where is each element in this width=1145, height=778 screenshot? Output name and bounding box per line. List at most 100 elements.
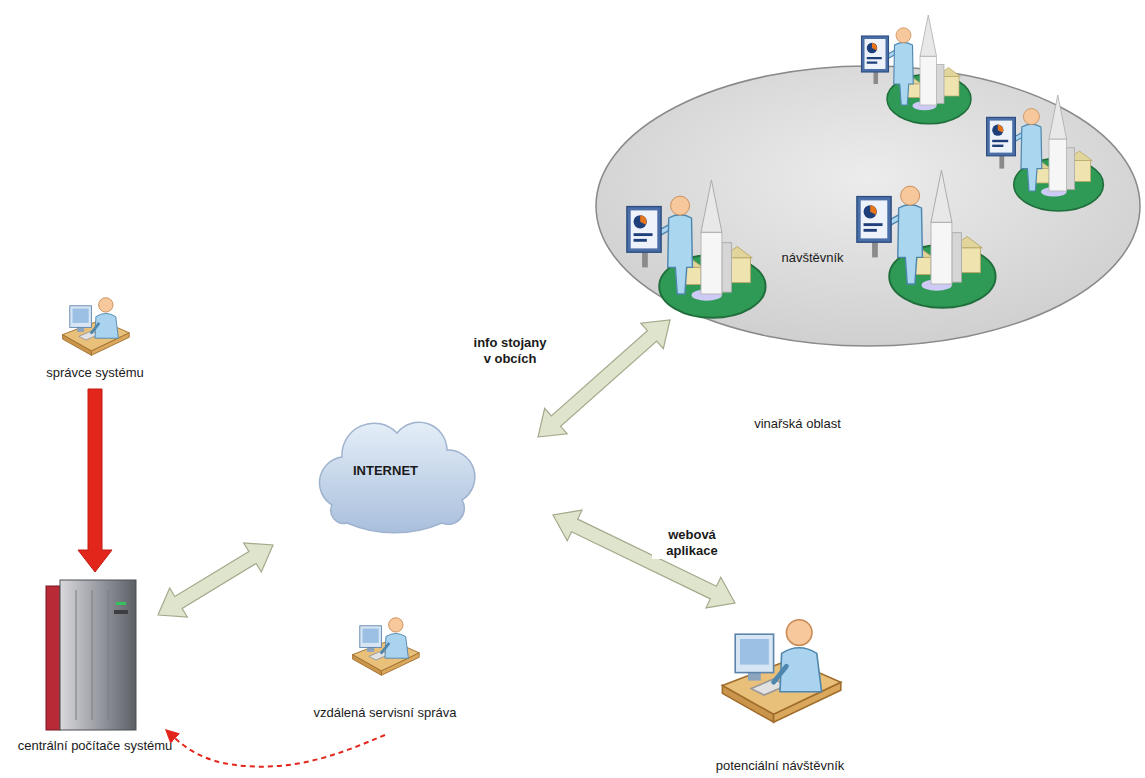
operator-arm: [91, 324, 98, 333]
visitor-head: [901, 186, 920, 205]
server-front: [60, 580, 136, 730]
chart-bar: [867, 57, 882, 59]
visitor-body: [668, 215, 693, 294]
kiosk-stand: [872, 242, 878, 257]
visitor-body: [898, 205, 923, 284]
church-side: [937, 65, 945, 104]
monitor: [735, 634, 773, 672]
server-tower-art: [16, 580, 166, 730]
kiosk-screen: [862, 36, 889, 72]
visitor-body: [1021, 124, 1042, 191]
pie-slice: [640, 215, 646, 225]
node-label: návštěvník: [781, 250, 843, 266]
chart-bar: [992, 140, 1008, 142]
server-groove: [76, 590, 77, 720]
wine-region-shape: [596, 66, 1140, 346]
church-spire: [931, 170, 952, 222]
admin-workstation: správce systému: [35, 295, 155, 381]
server-led: [116, 602, 126, 605]
kiosk-scene: [987, 95, 1104, 211]
pie-slice: [872, 43, 877, 51]
church-body: [701, 232, 722, 294]
edge-label: webová aplikace: [652, 527, 732, 559]
edge-label: info stojany v obcích: [470, 335, 550, 367]
kiosk-display: [865, 39, 886, 69]
operator-arm: [381, 644, 388, 653]
internet-cloud: INTERNET: [298, 405, 473, 535]
web-app-arrow: [553, 510, 735, 608]
chart-bar: [864, 223, 883, 226]
kiosk-screen: [857, 197, 891, 243]
monitor-screen: [363, 629, 379, 643]
monitor: [360, 626, 382, 648]
pie-slice: [998, 125, 1003, 133]
pie-chart: [867, 43, 878, 54]
church-spire: [1049, 95, 1067, 139]
chart-bar: [864, 229, 877, 232]
node-label: vinařská oblast: [754, 416, 841, 432]
workstation-icon: [353, 618, 420, 676]
kiosk-screen: [987, 117, 1016, 155]
visitor-head: [671, 196, 690, 215]
operator-head: [786, 620, 812, 646]
web-visitor-workstation-art: [690, 615, 870, 727]
admin-arrow: [78, 389, 112, 572]
church-side: [1067, 148, 1075, 190]
operator-arm: [774, 666, 787, 682]
operator-head: [389, 618, 403, 632]
node-label: potenciální návštěvník: [716, 758, 845, 774]
visitor-head: [1023, 109, 1039, 125]
wine-region-ellipse: návštěvník vinařská oblast: [590, 58, 1145, 432]
monitor-screen: [73, 309, 89, 323]
church-spire: [920, 15, 937, 56]
kiosk-stand: [999, 156, 1004, 169]
pie-chart: [864, 205, 877, 218]
church-body: [920, 56, 937, 105]
wine-region-ellipse-art: [590, 58, 1145, 358]
pie-slice: [870, 205, 876, 215]
kiosk-scene: [862, 15, 972, 124]
monitor-screen: [740, 639, 769, 665]
church-spire: [701, 180, 722, 232]
web-visitor-workstation: potenciální návštěvník: [690, 615, 870, 774]
server-tower-icon: [46, 580, 136, 730]
server-groove: [108, 590, 109, 720]
server-panel: [114, 610, 128, 614]
church-side: [722, 243, 732, 292]
kiosk-scene: [857, 170, 996, 308]
network-arrow: [158, 543, 273, 617]
kiosk-display: [631, 210, 658, 248]
remote-service-workstation: vzdálená servisní správa: [300, 615, 470, 721]
remote-service-link: [166, 730, 385, 767]
chart-bar: [867, 62, 878, 64]
monitor: [70, 306, 92, 328]
visitor-body: [894, 42, 914, 105]
pie-chart: [634, 215, 647, 228]
church-side: [952, 233, 962, 282]
server-groove: [92, 590, 93, 720]
admin-workstation-art: [35, 295, 155, 355]
node-label: INTERNET: [353, 463, 418, 479]
server-tower: centrální počítače systému: [16, 580, 174, 754]
workstation-icon: [722, 620, 840, 722]
pie-chart: [992, 125, 1003, 136]
node-label: centrální počítače systému: [18, 738, 173, 754]
node-label: správce systému: [46, 365, 144, 381]
kiosk-screen: [627, 207, 661, 253]
kiosk-stand: [642, 252, 648, 267]
workstation-icon: [63, 298, 130, 356]
internet-cloud-shape: [319, 422, 474, 532]
kiosk-stand: [874, 72, 879, 84]
kiosk-display: [861, 200, 888, 238]
kiosk-link-arrow: [538, 320, 670, 437]
church-body: [1049, 139, 1067, 191]
church-body: [931, 222, 952, 284]
kiosk-scene: [627, 180, 766, 318]
node-label: vzdálená servisní správa: [313, 705, 456, 721]
remote-service-workstation-art: [300, 615, 470, 675]
visitor-head: [896, 28, 911, 43]
chart-bar: [634, 239, 647, 242]
chart-bar: [634, 233, 653, 236]
operator-head: [99, 298, 113, 312]
